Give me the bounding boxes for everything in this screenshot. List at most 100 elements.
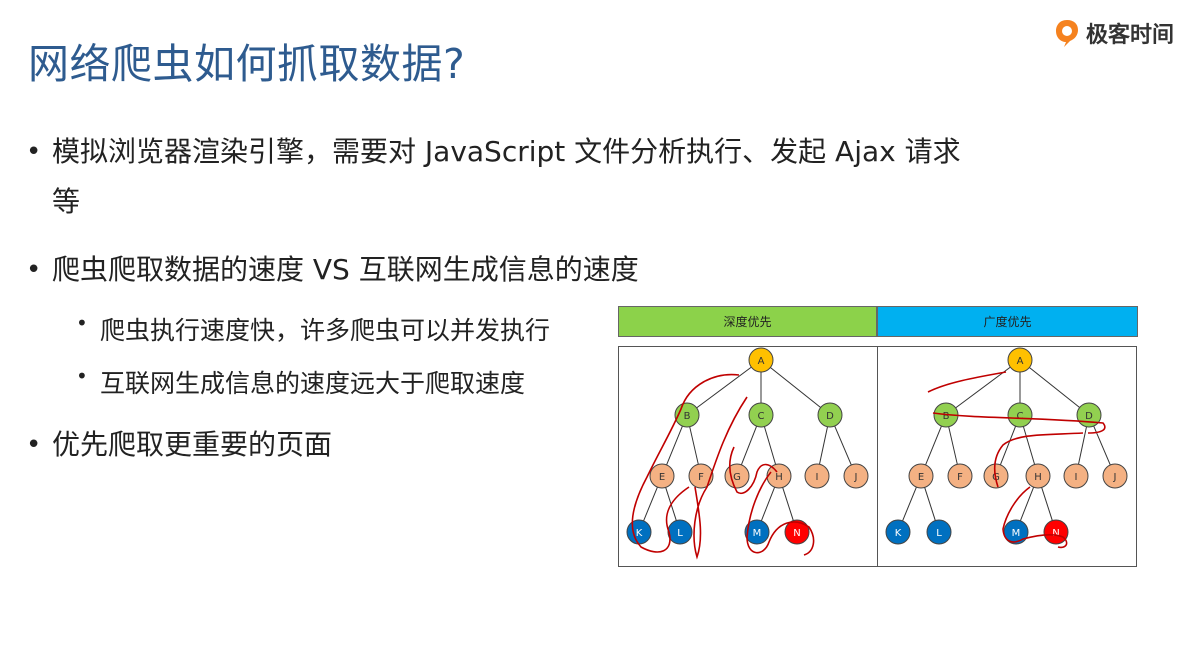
tree-node-label-B: B	[684, 411, 691, 422]
tree-node-J	[843, 463, 869, 489]
dfs-panel: A B C D E F G H I J K L M N	[618, 346, 878, 567]
bullet-marker: •	[26, 430, 42, 460]
tree-node-J	[1102, 463, 1128, 489]
tree-node-label-A: A	[758, 356, 765, 367]
tree-node-M	[744, 519, 770, 545]
tree-node-label-K: K	[895, 528, 902, 539]
tree-node-N	[1043, 519, 1069, 545]
tree-node-F	[947, 463, 973, 489]
tree-node-label-J: J	[854, 472, 858, 483]
tree-edge-E-K	[902, 486, 917, 522]
bullet-text: 模拟浏览器渲染引擎，需要对 JavaScript 文件分析执行、发起 Ajax …	[52, 135, 961, 168]
tree-node-label-J: J	[1113, 472, 1117, 483]
tree-node-label-E: E	[659, 472, 665, 483]
tree-node-E	[649, 463, 675, 489]
geektime-logo-icon	[1056, 20, 1078, 47]
tree-node-I	[804, 463, 830, 489]
tree-node-label-F: F	[957, 472, 963, 483]
bullet-marker: •	[26, 255, 42, 285]
traversal-annotation-bfs-3	[1002, 486, 1068, 549]
tree-node-L	[926, 519, 952, 545]
tree-node-label-E: E	[918, 472, 924, 483]
tree-node-label-K: K	[636, 528, 643, 539]
traversal-annotation-dfs-1	[693, 396, 748, 560]
tree-node-C	[748, 402, 774, 428]
logo-text: 极客时间	[1086, 23, 1175, 48]
tree-node-label-H: H	[1034, 472, 1042, 483]
bullet-marker: •	[76, 311, 88, 335]
tree-node-label-L: L	[677, 528, 683, 539]
tree-edge-B-E	[925, 425, 942, 466]
tree-node-F	[688, 463, 714, 489]
tree-node-label-F: F	[698, 472, 704, 483]
tree-edge-D-I	[1078, 426, 1087, 465]
tree-edge-C-H	[1022, 426, 1036, 465]
bullet-marker: •	[76, 364, 88, 388]
geektime-logo: 极客时间	[1054, 17, 1174, 49]
tree-node-label-D: D	[826, 411, 834, 422]
tree-edge-A-D	[1029, 367, 1080, 408]
traversal-annotation-bfs-2	[993, 432, 1084, 488]
tree-node-N	[784, 519, 810, 545]
tree-node-label-N: N	[1052, 528, 1059, 539]
sub-bullet-crawler-fast: • 爬虫执行速度快，许多爬虫可以并发执行	[76, 311, 551, 347]
traversal-annotation-dfs-3	[746, 471, 815, 556]
page-title: 网络爬虫如何抓取数据?	[28, 40, 466, 88]
tree-node-label-D: D	[1085, 411, 1093, 422]
tree-node-label-M: M	[753, 528, 762, 539]
tree-node-label-C: C	[1017, 411, 1024, 422]
tree-node-label-N: N	[793, 528, 800, 539]
bullet-text: 优先爬取更重要的页面	[52, 428, 333, 461]
tree-node-label-I: I	[816, 472, 819, 483]
tree-node-G	[724, 463, 750, 489]
traversal-annotation-bfs-0	[927, 371, 1007, 393]
tree-node-label-H: H	[775, 472, 783, 483]
bullet-text: 爬虫爬取数据的速度 VS 互联网生成信息的速度	[52, 253, 639, 286]
dfs-header: 深度优先	[618, 306, 877, 337]
traversal-annotation-dfs-2	[728, 446, 778, 494]
tree-node-D	[817, 402, 843, 428]
tree-edge-D-J	[834, 425, 852, 466]
tree-node-label-C: C	[758, 411, 765, 422]
tree-node-L	[667, 519, 693, 545]
traversal-annotation-dfs-0	[631, 373, 740, 553]
tree-node-label-B: B	[943, 411, 950, 422]
tree-edge-B-F	[948, 426, 958, 465]
bullet-marker: •	[26, 137, 42, 167]
tree-node-H	[766, 463, 792, 489]
tree-edge-H-N	[1041, 487, 1053, 521]
tree-node-C	[1007, 402, 1033, 428]
tree-node-I	[1063, 463, 1089, 489]
bullet-render-engine: • 模拟浏览器渲染引擎，需要对 JavaScript 文件分析执行、发起 Aja…	[26, 127, 1002, 227]
tree-node-label-L: L	[936, 528, 942, 539]
tree-edge-A-B	[696, 366, 752, 409]
tree-edge-C-G	[999, 425, 1017, 466]
tree-node-E	[908, 463, 934, 489]
tree-edge-E-L	[924, 487, 936, 521]
tree-edge-H-M	[1019, 486, 1035, 522]
tree-node-label-A: A	[1017, 356, 1024, 367]
sub-bullet-internet-faster: • 互联网生成信息的速度远大于爬取速度	[76, 364, 526, 400]
tree-edge-C-H	[763, 426, 777, 465]
tree-edge-H-N	[782, 487, 794, 521]
sub-bullet-text: 互联网生成信息的速度远大于爬取速度	[100, 369, 526, 398]
tree-edge-B-E	[666, 425, 683, 466]
tree-edge-A-B	[955, 366, 1011, 409]
traversal-annotation-bfs-1	[932, 412, 1106, 434]
tree-edge-A-D	[770, 367, 821, 408]
tree-edge-B-F	[689, 426, 699, 465]
tree-edge-E-K	[643, 486, 658, 522]
tree-node-A	[748, 347, 774, 373]
dfs-tree: A B C D E F G H I J K L M N	[626, 347, 869, 560]
tree-edge-H-M	[760, 486, 776, 522]
tree-node-H	[1025, 463, 1051, 489]
tree-edge-C-G	[740, 425, 758, 466]
tree-node-K	[885, 519, 911, 545]
sub-bullet-text: 爬虫执行速度快，许多爬虫可以并发执行	[100, 316, 551, 345]
tree-node-label-G: G	[733, 472, 741, 483]
bullet-text-continued: 等	[52, 185, 81, 218]
tree-node-A	[1007, 347, 1033, 373]
bullet-priority: • 优先爬取更重要的页面	[26, 420, 333, 470]
